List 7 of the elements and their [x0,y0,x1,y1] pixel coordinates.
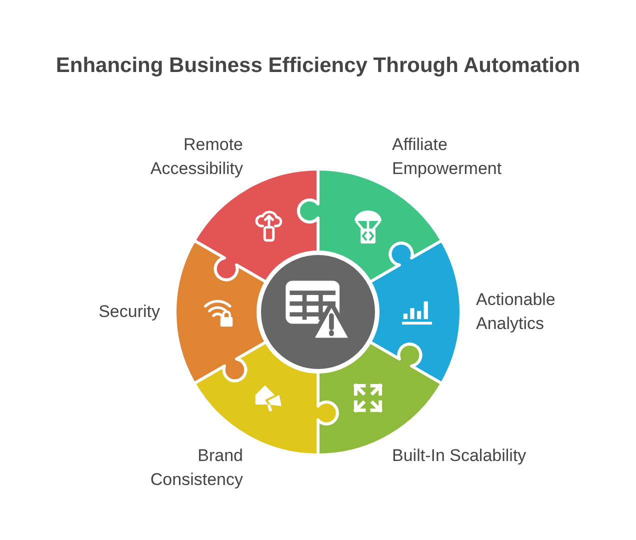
title: Enhancing Business Efficiency Through Automation [56,54,580,78]
piece-label: Affiliate Empowerment [392,134,503,180]
piece-label: Remote Accessibility [149,134,243,180]
piece-label: Security [98,301,160,323]
piece-label: Brand Consistency [149,445,243,491]
piece-label: Built-In Scalability [392,445,528,467]
piece-label: Actionable Analytics [476,289,556,335]
